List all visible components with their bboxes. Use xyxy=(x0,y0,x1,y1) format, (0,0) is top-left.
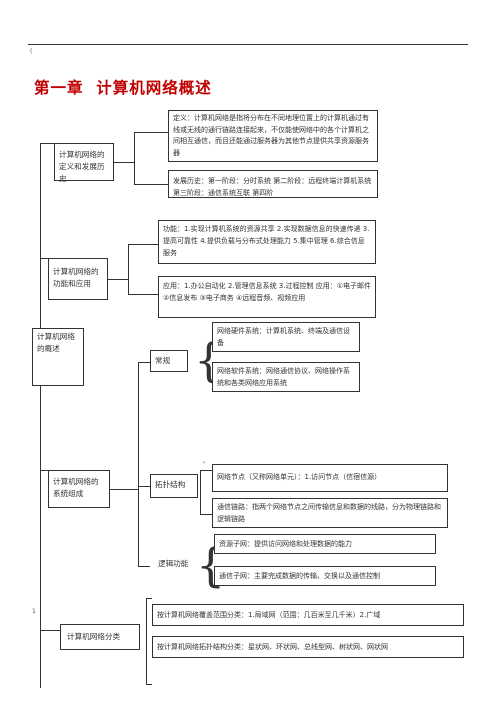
connector xyxy=(146,598,152,599)
coverage-box: 按计算机网络覆盖范围分类：1.局域网（范围：几百米至几千米）2.广域 xyxy=(152,604,464,626)
application-box: 应用：1.办公自动化 2.管理信息系统 3.过程控制 应用：①电子邮件 ②信息发… xyxy=(158,276,376,318)
connector xyxy=(200,470,212,471)
connector xyxy=(114,162,134,163)
connector xyxy=(128,294,158,295)
connector xyxy=(138,362,139,566)
connector xyxy=(40,143,54,144)
top-rule xyxy=(28,44,468,45)
connector xyxy=(40,470,48,471)
connector xyxy=(134,132,168,133)
dot-mark: 。 xyxy=(203,458,210,465)
section-function-application: 计算机网络的功能和应用 xyxy=(48,258,108,300)
connector xyxy=(108,279,128,280)
group-logic: 逻辑功能 xyxy=(158,559,189,568)
connector xyxy=(200,470,201,514)
connector xyxy=(134,184,168,185)
connector xyxy=(138,362,150,363)
section-classification: 计算机网络分类 xyxy=(60,624,140,650)
resource-subnet-box: 资源子网：提供访问网络和处理数据的能力 xyxy=(214,534,436,554)
history-box: 发展历史：第一阶段：分时系统 第二阶段：远程终端计算机系统 第三阶段：通信系统互… xyxy=(168,170,378,198)
chapter-title: 第一章 计算机网络概述 xyxy=(34,79,212,97)
software-box: 网络软件系统：网络通信协议、网络操作系统和各类网络应用系统 xyxy=(212,362,360,392)
node-box: 网络节点（又称网络单元）：1.访问节点（信宿信源） xyxy=(212,464,448,492)
header-mark: ( xyxy=(30,48,33,55)
root-topic: 计算机网络的概述 xyxy=(32,328,84,386)
connector xyxy=(128,244,158,245)
communication-subnet-box: 通信子网：主要完成数据的传输、交换以及通信控制 xyxy=(214,566,436,586)
connector xyxy=(128,244,129,294)
main-trunk xyxy=(40,143,41,688)
side-mark: 1 xyxy=(32,608,36,615)
group-regular: 常规 xyxy=(150,350,188,372)
section-definition-history: 计算机网络的定义和发展历史 xyxy=(54,143,114,183)
connector xyxy=(138,486,150,487)
connector xyxy=(146,684,152,685)
connector xyxy=(134,132,135,184)
topology-class-box: 按计算机网络拓扑结构分类：星状网、环状网、总线型网、树状网、网状网 xyxy=(152,636,464,658)
connector xyxy=(138,566,150,567)
connector xyxy=(110,489,138,490)
function-box: 功能：1.实现计算机系统的资源共享 2.实现数据信息的快速传递 3.提高可靠性 … xyxy=(158,220,376,264)
connector xyxy=(146,598,147,684)
connector xyxy=(40,630,60,631)
section-system-composition: 计算机网络的系统组成 xyxy=(48,470,110,508)
group-topology: 拓扑结构 xyxy=(150,474,198,498)
link-box: 通信链路：指两个网络节点之间传输信息和数据的线路，分为物理链路和逻辑链路 xyxy=(212,498,448,528)
definition-box: 定义：计算机网络是指将分布在不同地理位置上的计算机通过有线或无线的通行链路连接起… xyxy=(168,110,378,162)
hardware-box: 网络硬件系统：计算机系统、终端及通信设备 xyxy=(212,322,360,352)
connector xyxy=(40,258,48,259)
connector xyxy=(200,514,212,515)
